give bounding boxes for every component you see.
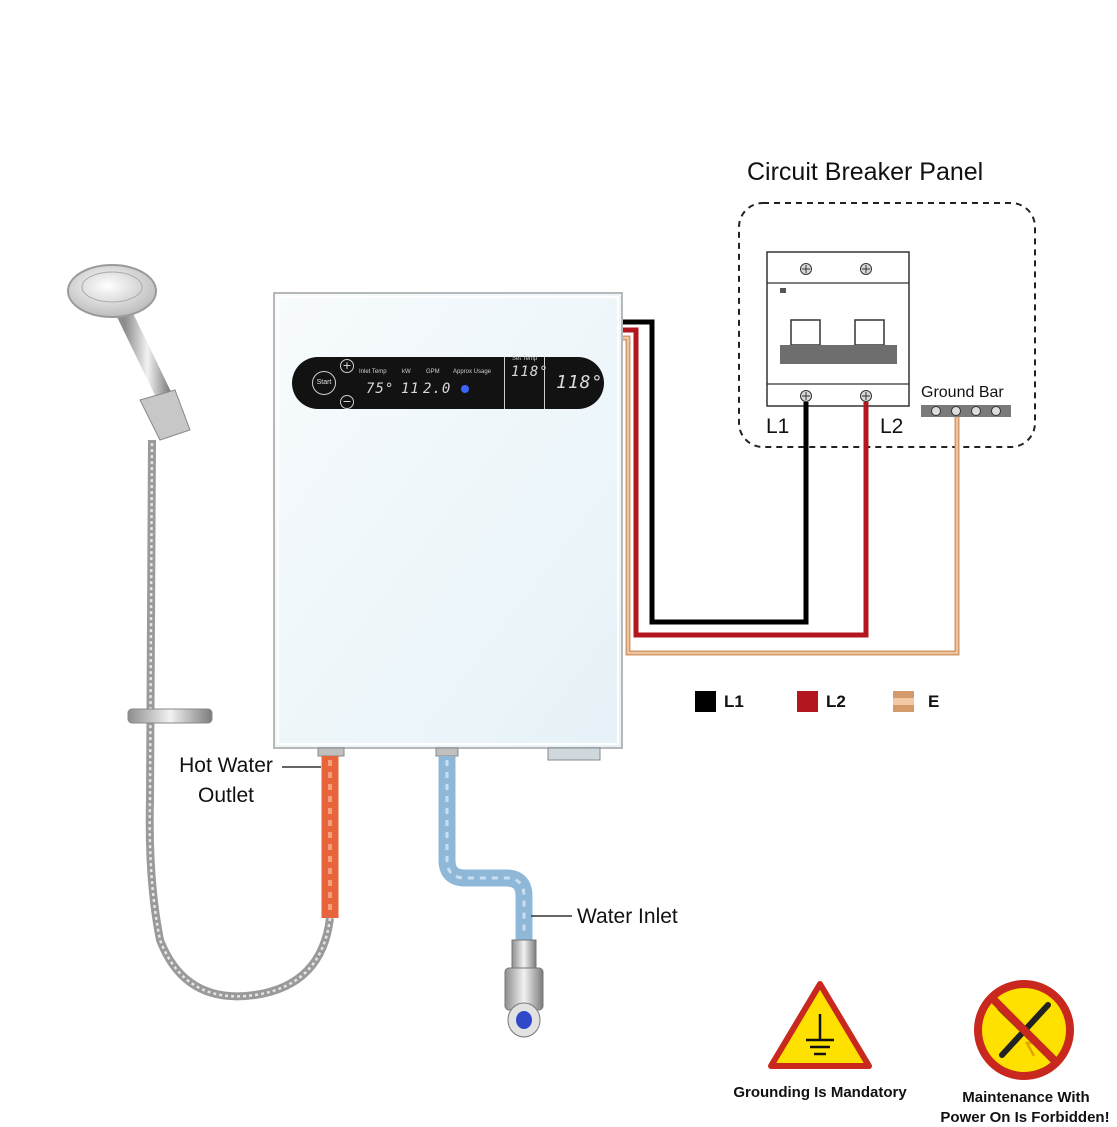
- hot-water-label-line2: Outlet: [197, 784, 255, 807]
- cold-water-pipe: [438, 756, 533, 940]
- breaker-bottom-screw-2: [860, 390, 872, 402]
- start-button[interactable]: Start: [312, 371, 336, 395]
- inlet-temp-label: Inlet Temp: [359, 369, 387, 375]
- shower-head: [67, 264, 191, 441]
- grounding-warning-icon: [768, 981, 872, 1069]
- set-temp-label: Set Temp: [512, 356, 538, 362]
- circuit-breaker: [766, 251, 910, 407]
- inlet-fitting: [435, 747, 459, 757]
- wire-l2: [622, 327, 869, 638]
- breaker-top-screw-2: [860, 263, 872, 275]
- display-divider-1: [504, 357, 505, 409]
- water-inlet-label: Water Inlet: [577, 905, 678, 928]
- inlet-valve: [504, 939, 544, 1038]
- outlet-fitting: [317, 747, 345, 757]
- slide-bar-clamp: [127, 708, 213, 724]
- inlet-temp-value: 75°: [366, 381, 395, 397]
- display-divider-2: [544, 357, 545, 409]
- main-temp-value: 118°: [556, 372, 604, 393]
- approx-usage-label: Approx Usage: [453, 369, 492, 375]
- breaker-bottom-screw-1: [800, 390, 812, 402]
- minus-button[interactable]: −: [340, 395, 354, 409]
- usage-indicator-icon: [461, 385, 469, 393]
- kw-value: 11: [401, 381, 420, 397]
- gpm-label: GPM: [426, 369, 440, 375]
- legend-label-l1: L1: [724, 692, 744, 711]
- breaker-l1-label: L1: [766, 415, 790, 438]
- ground-bar-label: Ground Bar: [921, 384, 1004, 401]
- diagram-title: Circuit Breaker Panel: [747, 158, 984, 186]
- breaker-l2-label: L2: [880, 415, 904, 438]
- kw-label: kW: [402, 369, 411, 375]
- grounding-warning-text: Grounding Is Mandatory: [733, 1084, 907, 1101]
- hot-water-label-line1: Hot Water: [179, 754, 273, 777]
- maintenance-warning-text-line1: Maintenance With: [962, 1089, 1090, 1106]
- plus-button[interactable]: +: [340, 359, 354, 373]
- wire-l1: [622, 319, 809, 625]
- maintenance-warning-text-line2: Power On Is Forbidden!: [940, 1109, 1110, 1126]
- cable-gland: [547, 747, 601, 761]
- gpm-value: 2.0: [423, 381, 452, 397]
- ground-bar: [921, 405, 1011, 417]
- breaker-panel-enclosure: [738, 202, 1036, 448]
- legend-label-l2: L2: [826, 692, 846, 711]
- no-maintenance-icon: [974, 980, 1074, 1080]
- breaker-top-screw-1: [800, 263, 812, 275]
- legend-label-e: E: [928, 692, 940, 711]
- legend-swatch-l2: [797, 691, 818, 712]
- valve-blue-knob: [516, 1011, 532, 1029]
- set-temp-value: 118°: [511, 364, 549, 380]
- legend-swatch-l1: [695, 691, 716, 712]
